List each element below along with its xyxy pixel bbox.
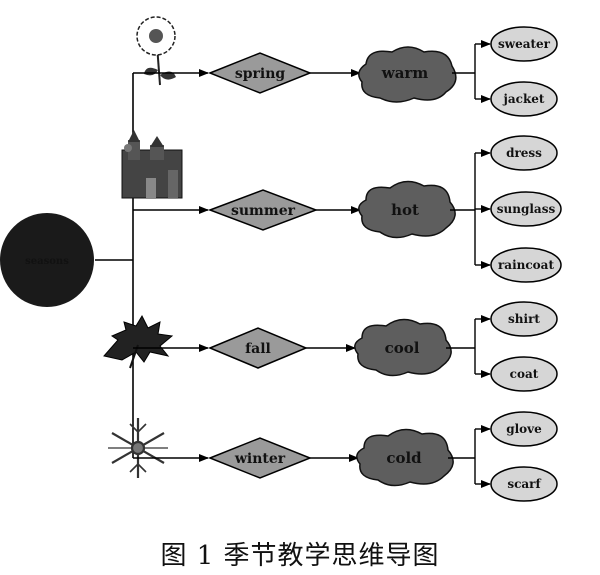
season-row-winter: winter cold glove scarf	[108, 411, 558, 502]
maple-leaf-icon	[103, 314, 174, 369]
clothing-label-raincoat: raincoat	[498, 258, 554, 272]
clothing-ellipse-glove	[490, 411, 558, 447]
feeling-cloud-summer	[358, 180, 456, 239]
feeling-cloud-spring	[358, 46, 457, 103]
clothing-label-shirt: shirt	[508, 312, 540, 326]
clothing-ellipse-shirt	[490, 301, 558, 337]
season-label-spring: spring	[235, 66, 286, 82]
castle-icon	[121, 130, 183, 199]
clothing-ellipse-sweater	[490, 26, 558, 62]
feeling-label-spring: warm	[381, 64, 429, 82]
season-label-fall: fall	[245, 341, 271, 357]
seasons-mind-map: seasons spring warm sweater jacket	[0, 16, 562, 502]
trunk-lines	[95, 73, 134, 458]
clothing-label-jacket: jacket	[503, 92, 545, 106]
clothing-ellipse-dress	[490, 135, 558, 171]
clothing-label-dress: dress	[506, 146, 542, 160]
clothing-ellipse-raincoat	[490, 247, 562, 283]
figure-caption: 图 1 季节教学思维导图	[160, 541, 440, 571]
season-row-summer: summer hot dress sunglass raincoat	[121, 130, 562, 283]
feeling-cloud-winter	[356, 428, 454, 487]
season-label-winter: winter	[234, 451, 286, 467]
clothing-label-sweater: sweater	[498, 37, 551, 51]
season-row-spring: spring warm sweater jacket	[133, 16, 558, 117]
root-node: seasons	[0, 213, 94, 307]
feeling-label-fall: cool	[385, 339, 420, 357]
root-label: seasons	[25, 256, 69, 267]
clothing-ellipse-jacket	[490, 81, 558, 117]
feeling-cloud-fall	[354, 318, 452, 377]
clothing-label-scarf: scarf	[507, 477, 541, 491]
flower-icon	[136, 16, 176, 86]
clothing-ellipse-scarf	[490, 466, 558, 502]
clothing-label-sunglass: sunglass	[497, 202, 556, 216]
clothing-ellipse-sunglass	[490, 191, 562, 227]
season-label-summer: summer	[231, 203, 296, 219]
clothing-label-glove: glove	[506, 422, 542, 436]
clothing-label-coat: coat	[510, 367, 539, 381]
season-row-fall: fall cool shirt coat	[103, 301, 558, 392]
feeling-label-winter: cold	[386, 449, 422, 467]
snowflake-icon	[108, 418, 168, 478]
clothing-ellipse-coat	[490, 356, 558, 392]
feeling-label-summer: hot	[391, 201, 419, 219]
